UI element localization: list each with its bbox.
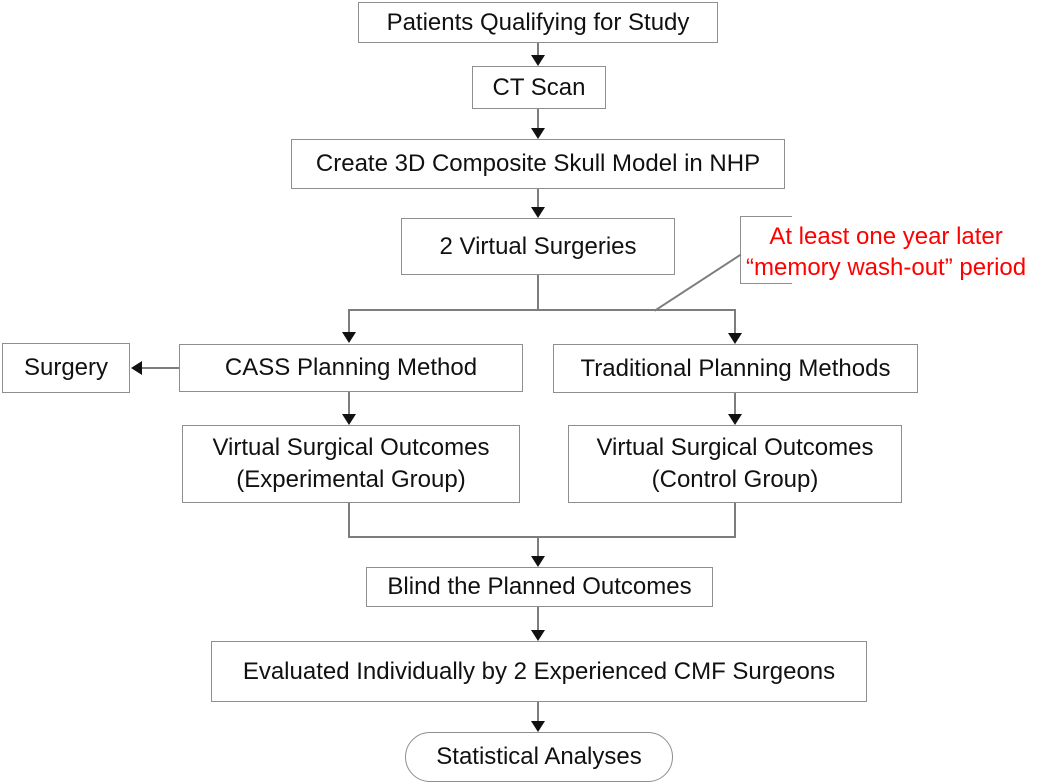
connector-outexp-mergebar: [348, 503, 350, 538]
connector-virtual2-splitbar: [537, 275, 539, 311]
node-label: Surgery: [23, 354, 109, 382]
node-patients-qualifying: Patients Qualifying for Study: [358, 2, 718, 43]
connector-cass-outexp: [348, 392, 350, 415]
node-cass-planning-method: CASS Planning Method: [179, 344, 523, 392]
arrowhead-blind-evaluated: [531, 630, 545, 641]
node-label-line1: Virtual Surgical Outcomes: [596, 433, 874, 461]
node-virtual-outcomes-experimental: Virtual Surgical Outcomes (Experimental …: [182, 425, 520, 503]
arrowhead-splitbar-traditional: [728, 333, 742, 344]
annotation-line1: At least one year later: [769, 223, 1003, 250]
node-evaluated-by-cmf-surgeons: Evaluated Individually by 2 Experienced …: [211, 641, 867, 702]
arrowhead-ctscan-skullmodel: [531, 128, 545, 139]
arrowhead-cass-surgery: [131, 361, 142, 375]
connector-outctrl-mergebar: [734, 503, 736, 538]
node-label: CASS Planning Method: [224, 354, 478, 382]
connector-traditional-outctrl: [734, 393, 736, 415]
connector-mergebar-blind: [537, 537, 539, 557]
node-label-line1: Virtual Surgical Outcomes: [212, 433, 490, 461]
connector-blind-evaluated: [537, 607, 539, 631]
node-statistical-analyses: Statistical Analyses: [405, 732, 673, 782]
node-label: Blind the Planned Outcomes: [387, 573, 692, 601]
split-bar: [348, 309, 736, 311]
annotation-callout-box: [740, 216, 792, 284]
arrowhead-cass-outexp: [342, 414, 356, 425]
arrowhead-traditional-outctrl: [728, 414, 742, 425]
annotation-line2: “memory wash-out” period: [746, 254, 1027, 281]
connector-patients-ctscan: [537, 43, 539, 56]
node-label: Evaluated Individually by 2 Experienced …: [242, 657, 836, 685]
node-label: 2 Virtual Surgeries: [439, 232, 637, 260]
node-label: Traditional Planning Methods: [580, 354, 891, 382]
node-label: Statistical Analyses: [436, 743, 642, 771]
arrowhead-patients-ctscan: [531, 55, 545, 66]
node-2-virtual-surgeries: 2 Virtual Surgeries: [401, 218, 675, 275]
connector-splitbar-cass: [348, 310, 350, 333]
connector-skullmodel-virtual2: [537, 189, 539, 208]
merge-bar: [348, 536, 736, 538]
node-label: Create 3D Composite Skull Model in NHP: [315, 150, 761, 178]
connector-evaluated-stats: [537, 702, 539, 722]
arrowhead-splitbar-cass: [342, 332, 356, 343]
node-surgery: Surgery: [2, 343, 130, 393]
node-virtual-outcomes-control: Virtual Surgical Outcomes (Control Group…: [568, 425, 902, 503]
connector-splitbar-traditional: [734, 310, 736, 334]
node-label-line2: (Experimental Group): [236, 466, 466, 493]
connector-cass-surgery: [142, 367, 179, 369]
arrowhead-mergebar-blind: [531, 556, 545, 567]
arrowhead-skullmodel-virtual2: [531, 207, 545, 218]
node-label-line2: (Control Group): [651, 466, 819, 493]
arrowhead-evaluated-stats: [531, 721, 545, 732]
node-blind-planned-outcomes: Blind the Planned Outcomes: [366, 567, 713, 607]
node-label: CT Scan: [492, 73, 586, 101]
node-traditional-planning-methods: Traditional Planning Methods: [553, 344, 918, 393]
connector-ctscan-skullmodel: [537, 109, 539, 129]
node-create-3d-skull-model: Create 3D Composite Skull Model in NHP: [291, 139, 785, 189]
annotation-memory-washout: At least one year later “memory wash-out…: [746, 221, 1026, 283]
node-label: Patients Qualifying for Study: [386, 8, 690, 36]
node-ct-scan: CT Scan: [472, 66, 606, 109]
